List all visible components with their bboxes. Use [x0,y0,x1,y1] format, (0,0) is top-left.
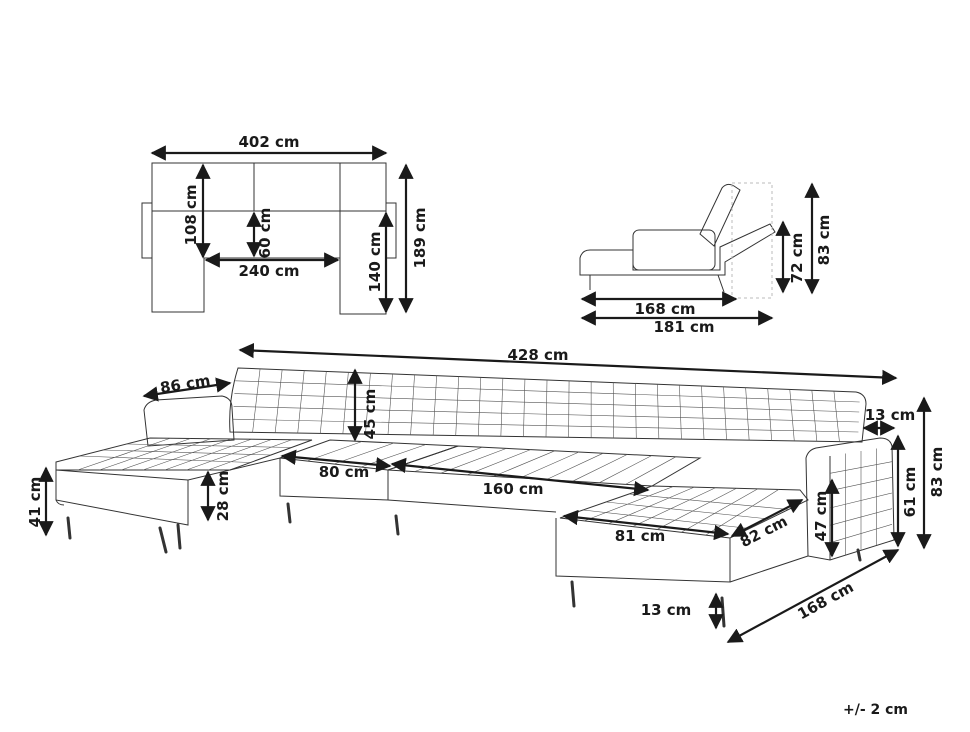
tuft-line [745,387,750,441]
top-view-arm-left [141,202,153,259]
tuft-line [493,450,555,477]
tuft-line [99,438,191,471]
tuft-line [297,370,305,434]
dim-402: 402 cm [238,133,299,151]
dim-86: 86 cm [159,371,212,397]
tuft-line [545,379,548,438]
dim-61: 61 cm [901,467,919,518]
dim-41: 41 cm [26,477,44,528]
dim-140: 140 cm [366,231,384,292]
tuft-line [79,455,251,463]
dim-28: 28 cm [214,471,232,522]
side-view [579,182,776,299]
tuft-line [500,378,504,437]
tuft-line [701,385,705,440]
dim-81: 81 cm [615,527,666,545]
top-view-back [151,162,387,212]
dim-428: 428 cm [507,346,568,364]
top-view-dimensions [150,145,414,314]
tuft-line [681,488,758,533]
tolerance-note: +/- 2 cm [842,702,908,718]
tuft-line [833,391,840,442]
dim-108: 108 cm [182,184,200,245]
top-view-arm-right [385,202,397,259]
tuft-line [319,371,327,434]
tuft-line [126,443,292,448]
tuft-line [625,456,676,485]
tuft-line [208,439,292,471]
tuft-line [523,379,526,437]
tuft-line [612,382,615,439]
chaise-left [55,437,313,471]
tuft-line [235,380,860,403]
tuft-line [605,501,770,520]
tuft-line [608,486,695,524]
tuft-line [467,449,531,476]
tuft-line [572,454,628,482]
tuft-line [599,455,652,484]
dim-45: 45 cm [361,389,379,440]
tuft-line [77,437,171,471]
main-view-dimensions [38,342,932,643]
tuft-line [102,449,272,456]
tuft-line [142,438,232,471]
dim-82: 82 cm [737,512,790,551]
tuft-line [186,439,272,471]
tuft-line [252,368,261,433]
tuft-line [121,438,211,471]
tuft-line [342,372,349,434]
tuft-line [232,418,859,433]
tuft-line [432,375,437,436]
tuft-line [584,486,674,522]
tuft-line [455,376,460,436]
side-view-dimensions [580,182,820,326]
tuft-line [387,373,393,435]
dim-80: 80 cm [319,463,370,481]
dim-60: 60 cm [256,208,274,259]
tuft-line [657,384,660,439]
backrest [229,367,867,443]
tuft-line [164,438,252,471]
dim-47: 47 cm [812,491,830,542]
tuft-line [789,389,795,441]
dim-72: 72 cm [788,233,806,284]
tuft-line [723,386,727,440]
dim-13-arm: 13 cm [865,406,916,424]
dim-168-side: 168 cm [634,300,695,318]
dim-83-side: 83 cm [815,215,833,266]
tuft-line [634,383,637,439]
tuft-line [568,380,570,438]
tuft-line [477,377,482,436]
dim-160: 160 cm [482,480,543,498]
dim-13-leg: 13 cm [641,601,692,619]
dim-189: 189 cm [411,207,429,268]
tuft-line [582,509,750,529]
tuft-line [274,369,283,433]
tuft-line [679,385,682,440]
dim-83-main: 83 cm [928,447,946,498]
tuft-line [546,452,604,480]
tuft-line [410,374,415,435]
tuft-line [767,388,773,441]
dim-181: 181 cm [653,318,714,336]
main-view-sofa [55,367,895,628]
dim-240: 240 cm [238,262,299,280]
tuft-line [811,390,818,442]
tuft-line [519,451,580,479]
